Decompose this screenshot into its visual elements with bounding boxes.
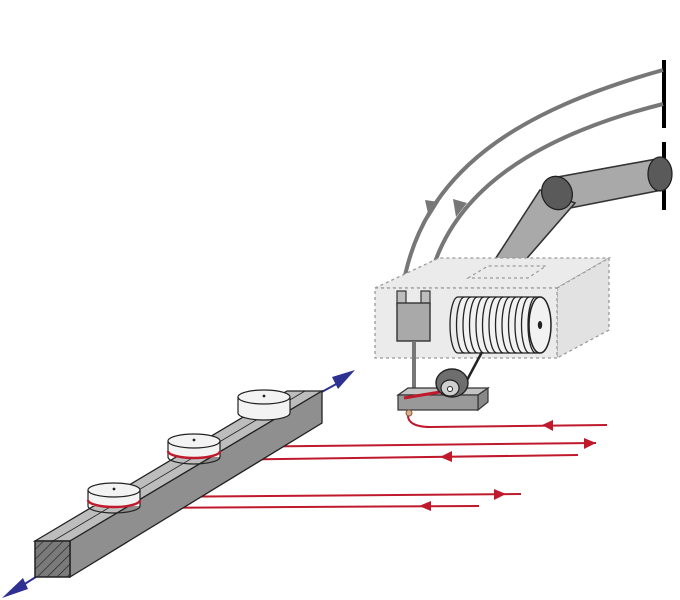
robot-arm: [490, 156, 673, 273]
supply-lines: [400, 68, 664, 293]
disks: [86, 389, 291, 514]
head-plate-front: [397, 394, 479, 411]
roller-strut: [464, 351, 484, 383]
box-right-face: [556, 256, 610, 360]
spool-coils: [449, 296, 540, 354]
spool-coil-winding: [514, 296, 524, 354]
wire-1-upper: [139, 493, 522, 498]
wire-spool: [449, 296, 552, 354]
spool-body: [460, 297, 540, 353]
supply-line-inner: [425, 102, 664, 293]
disk-2: [166, 433, 222, 465]
spool-coil-winding: [481, 296, 491, 354]
spool-hub: [537, 321, 543, 329]
beam-end-hatch: [34, 540, 71, 578]
disk-2-center: [192, 438, 196, 442]
wire-2-lower-arrow-icon: [440, 451, 452, 462]
disk-1-center: [112, 487, 116, 491]
disk-1-bottom-rim: [87, 505, 141, 514]
wire-feed: [407, 411, 608, 429]
robot-arm-wall-joint: [647, 156, 673, 192]
spool-coil-winding: [494, 296, 504, 354]
spool-coil-winding: [488, 296, 498, 354]
roller-axle: [447, 386, 453, 392]
spool-coil-winding: [462, 296, 472, 354]
wire-feed-arrow-icon: [542, 420, 553, 431]
disk-3-center: [262, 394, 266, 398]
disk-1-wire-wrap: [86, 499, 142, 509]
robot-arm-elbow-joint: [540, 175, 574, 211]
wire-2-upper-arrow-icon: [584, 438, 596, 449]
axis-arrow-back-icon: [332, 370, 355, 389]
wire-2-lower: [209, 454, 579, 461]
nozzle: [396, 290, 431, 392]
head-wire-segment: [403, 390, 441, 400]
spool-coil-winding: [468, 296, 478, 354]
spool-coil-winding: [501, 296, 511, 354]
roller-head: [396, 351, 490, 412]
supply-line-outer: [400, 68, 664, 293]
spool-coil-winding: [475, 296, 485, 354]
wire-1-lower-arrow-icon: [419, 501, 431, 511]
wire-tip: [405, 409, 413, 417]
spool-coil-winding: [455, 296, 465, 354]
axis-arrow-front-icon: [2, 578, 28, 598]
arm-mount-plate: [465, 265, 548, 279]
spool-coil-winding: [527, 296, 537, 354]
disk-2-bottom-rim: [167, 456, 221, 465]
spool-coil-winding: [449, 296, 459, 354]
spool-coil-winding: [507, 296, 517, 354]
spool-coil-winding: [520, 296, 530, 354]
disk-3-bottom-rim: [237, 412, 291, 421]
disk-2-wire-wrap: [166, 450, 222, 460]
disk-3: [237, 389, 291, 421]
supply-arrow-outer-icon: [425, 200, 439, 218]
disk-1: [86, 482, 142, 514]
supply-arrow-inner-icon: [453, 199, 467, 217]
nozzle-body: [396, 302, 431, 342]
wire-1-upper-arrow-icon: [494, 489, 506, 500]
